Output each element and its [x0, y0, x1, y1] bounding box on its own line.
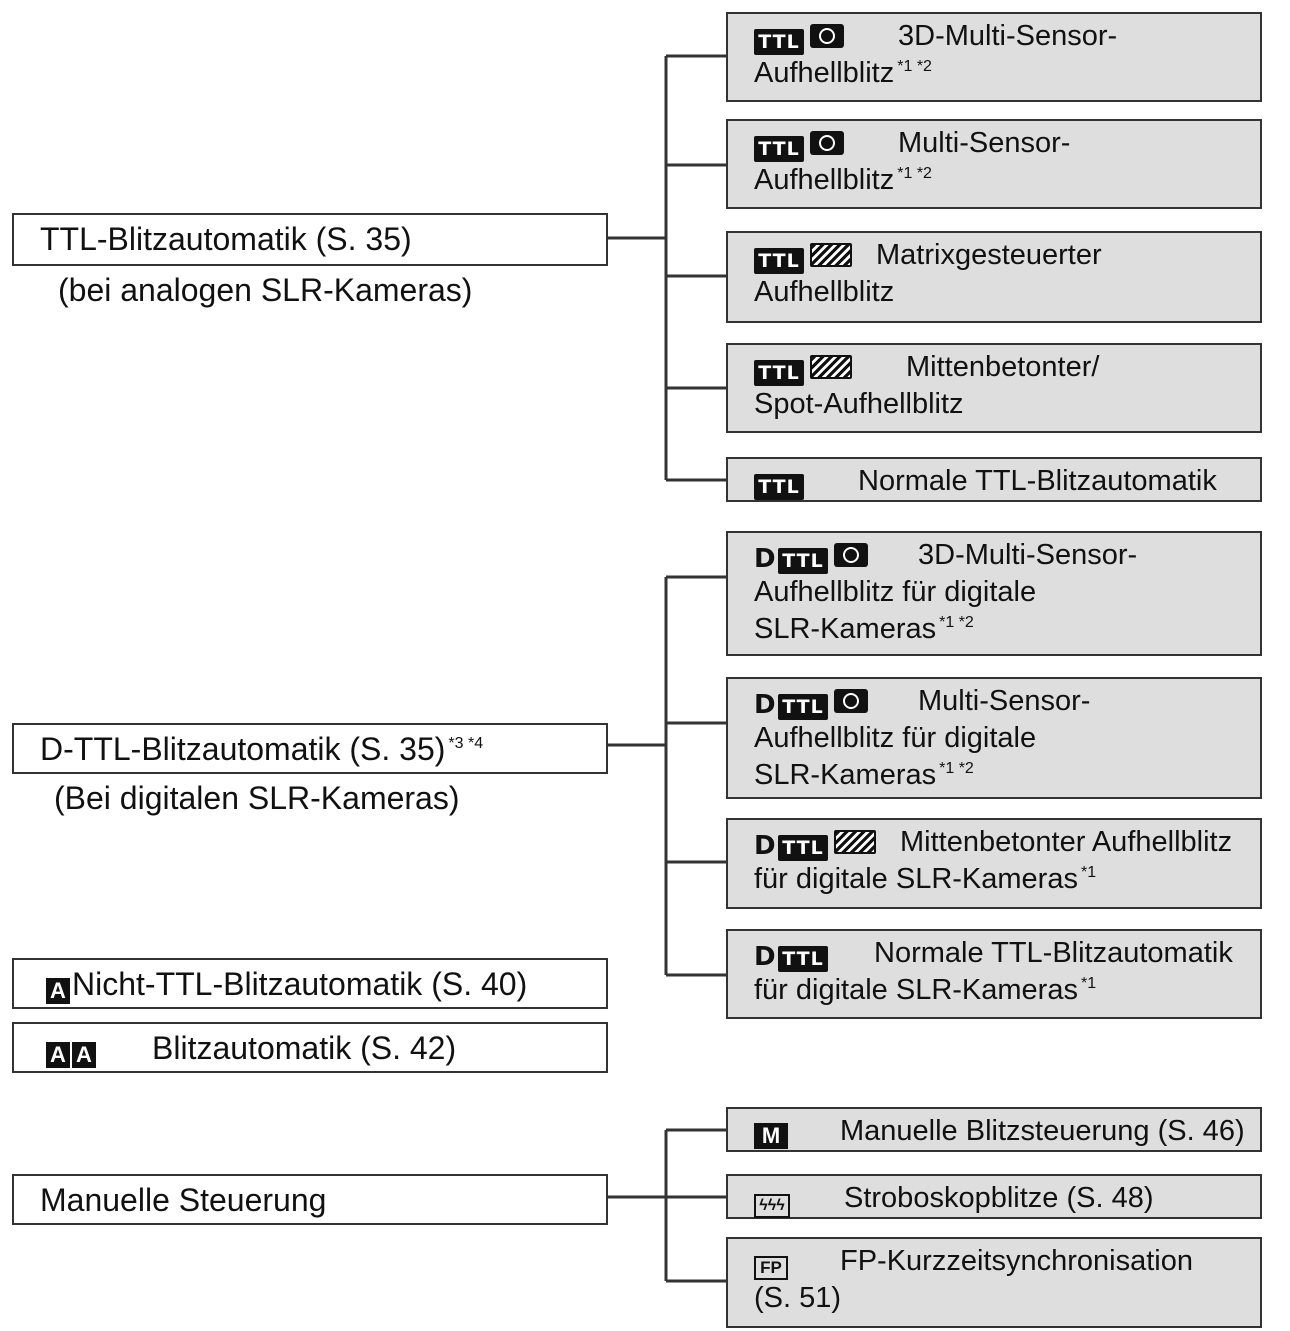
mode-label: Stroboskopblitze (S. 48)	[844, 1182, 1154, 1214]
mode-label: Spot-Aufhellblitz	[754, 388, 964, 420]
mode-label: Aufhellblitz	[754, 57, 895, 89]
mode-footnotes: *1	[1080, 864, 1097, 882]
ttl-mode-title: TTL-Blitzautomatik (S. 35)	[40, 221, 412, 257]
mode-label: Normale TTL-Blitzautomatik	[858, 465, 1217, 497]
multi-sensor-icon	[810, 131, 844, 155]
mode-label: Multi-Sensor-	[918, 685, 1091, 717]
mode-label: Mittenbetonter/	[906, 351, 1100, 383]
manual-control-title: Manuelle Steuerung	[40, 1182, 327, 1218]
mode-label: Aufhellblitz für digitale	[754, 722, 1037, 754]
ttl-mode-center-weighted: TTL Mittenbetonter/ Spot-Aufhellblitz	[726, 343, 1262, 433]
matrix-icon	[834, 830, 876, 854]
dttl-mode-subtitle: (Bei digitalen SLR-Kameras)	[54, 780, 460, 816]
manual-mode-fp-sync: FP FP-Kurzzeitsynchronisation (S. 51)	[726, 1237, 1262, 1328]
ttl-icon: TTL	[778, 835, 828, 861]
matrix-icon	[810, 355, 852, 379]
ttl-mode-box: TTL-Blitzautomatik (S. 35)	[12, 213, 608, 266]
dttl-mode-title: D-TTL-Blitzautomatik (S. 35)	[40, 731, 446, 767]
mode-label: für digitale SLR-Kameras	[754, 974, 1078, 1006]
fp-icon: FP	[754, 1256, 788, 1280]
mode-label: Aufhellblitz	[754, 276, 895, 308]
dttl-mode-box: D-TTL-Blitzautomatik (S. 35)*3 *4	[12, 723, 608, 774]
manual-control-box: Manuelle Steuerung	[12, 1174, 608, 1225]
mode-footnotes: *1 *2	[897, 165, 932, 183]
mode-label: 3D-Multi-Sensor-	[898, 20, 1118, 52]
mode-label: Mittenbetonter Aufhellblitz	[900, 826, 1233, 858]
mode-footnotes: *1 *2	[939, 614, 974, 632]
ttl-mode-multi-sensor: TTL Multi-Sensor- Aufhellblitz*1 *2	[726, 119, 1262, 209]
mode-label: SLR-Kameras	[754, 613, 937, 645]
ttl-mode-3d-multi-sensor: TTL 3D-Multi-Sensor- Aufhellblitz*1 *2	[726, 12, 1262, 102]
auto-aperture-label: Blitzautomatik (S. 42)	[152, 1030, 457, 1066]
mode-footnotes: *1 *2	[897, 58, 932, 76]
multi-sensor-icon	[834, 543, 868, 567]
mode-label: FP-Kurzzeitsynchronisation	[840, 1245, 1193, 1277]
mode-label: Aufhellblitz	[754, 164, 895, 196]
d-icon: D	[754, 690, 776, 720]
ttl-icon: TTL	[754, 29, 804, 55]
ttl-icon: TTL	[754, 136, 804, 162]
ttl-mode-matrix: TTL Matrixgesteuerter Aufhellblitz	[726, 231, 1262, 323]
mode-label: für digitale SLR-Kameras	[754, 863, 1078, 895]
mode-label: Manuelle Blitzsteuerung (S. 46)	[840, 1115, 1245, 1147]
ttl-icon: TTL	[778, 694, 828, 720]
ttl-mode-subtitle: (bei analogen SLR-Kameras)	[58, 272, 473, 308]
matrix-icon	[810, 243, 852, 267]
auto-a-icon: A	[46, 1042, 70, 1068]
d-icon: D	[754, 544, 776, 574]
mode-footnotes: *1 *2	[939, 760, 974, 778]
mode-label: Multi-Sensor-	[898, 127, 1071, 159]
ttl-icon: TTL	[754, 360, 804, 386]
mode-footnotes: *1	[1080, 975, 1097, 993]
dttl-footnotes: *3 *4	[448, 735, 484, 753]
strobe-icon: ϟϟϟ	[754, 1194, 790, 1218]
ttl-icon: TTL	[778, 548, 828, 574]
ttl-icon: TTL	[778, 946, 828, 972]
mode-label: (S. 51)	[754, 1282, 842, 1314]
mode-label: SLR-Kameras	[754, 759, 937, 791]
non-ttl-auto-label: Nicht-TTL-Blitzautomatik (S. 40)	[72, 966, 528, 1002]
ttl-icon: TTL	[754, 474, 804, 500]
d-icon: D	[754, 831, 776, 861]
mode-label: Normale TTL-Blitzautomatik	[874, 937, 1233, 969]
ttl-mode-standard: TTL Normale TTL-Blitzautomatik	[726, 457, 1262, 502]
d-icon: D	[754, 942, 776, 972]
auto-a-icon: A	[72, 1042, 96, 1068]
auto-a-icon: A	[46, 978, 70, 1004]
manual-mode-strobe: ϟϟϟ Stroboskopblitze (S. 48)	[726, 1174, 1262, 1219]
manual-icon: M	[754, 1123, 788, 1149]
multi-sensor-icon	[810, 24, 844, 48]
ttl-icon: TTL	[754, 248, 804, 274]
multi-sensor-icon	[834, 689, 868, 713]
mode-label: 3D-Multi-Sensor-	[918, 539, 1138, 571]
manual-mode-manual-flash: M Manuelle Blitzsteuerung (S. 46)	[726, 1107, 1262, 1152]
mode-label: Aufhellblitz für digitale	[754, 576, 1037, 608]
mode-label: Matrixgesteuerter	[876, 239, 1102, 271]
